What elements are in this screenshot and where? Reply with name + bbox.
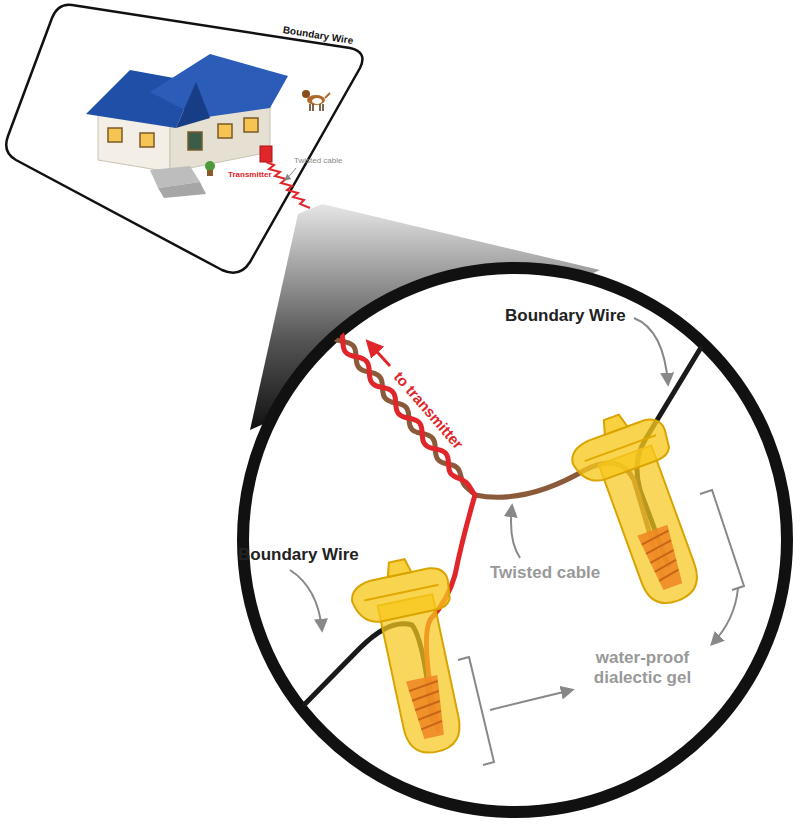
wires bbox=[250, 250, 760, 760]
wire-nut bbox=[346, 551, 482, 762]
leader-line bbox=[511, 506, 520, 558]
leader-line bbox=[285, 168, 296, 180]
boundary-label: Boundary Wire bbox=[282, 24, 354, 46]
cable-label: Twisted cable bbox=[294, 156, 342, 165]
leader-line bbox=[634, 318, 668, 384]
direction-label: to transmitter bbox=[390, 368, 466, 452]
transmitter-label: Transmitter bbox=[228, 170, 272, 179]
dog bbox=[302, 90, 330, 111]
bracket bbox=[458, 657, 494, 765]
cable-strand bbox=[290, 280, 475, 495]
cable-label: Twisted cable bbox=[490, 563, 600, 583]
cable-strand bbox=[290, 280, 475, 495]
boundary-label: Boundary Wire bbox=[505, 306, 626, 326]
leader-arrow bbox=[368, 342, 390, 366]
boundary-label: Boundary Wire bbox=[238, 545, 359, 565]
leader-line bbox=[490, 690, 572, 710]
house bbox=[86, 54, 288, 198]
leader-line bbox=[290, 570, 322, 630]
wire-nut bbox=[562, 402, 721, 619]
bracket bbox=[700, 490, 744, 590]
gel-label: water-proof dialectic gel bbox=[575, 648, 710, 687]
magnifier-circle bbox=[243, 268, 787, 812]
leader-line bbox=[712, 588, 738, 644]
